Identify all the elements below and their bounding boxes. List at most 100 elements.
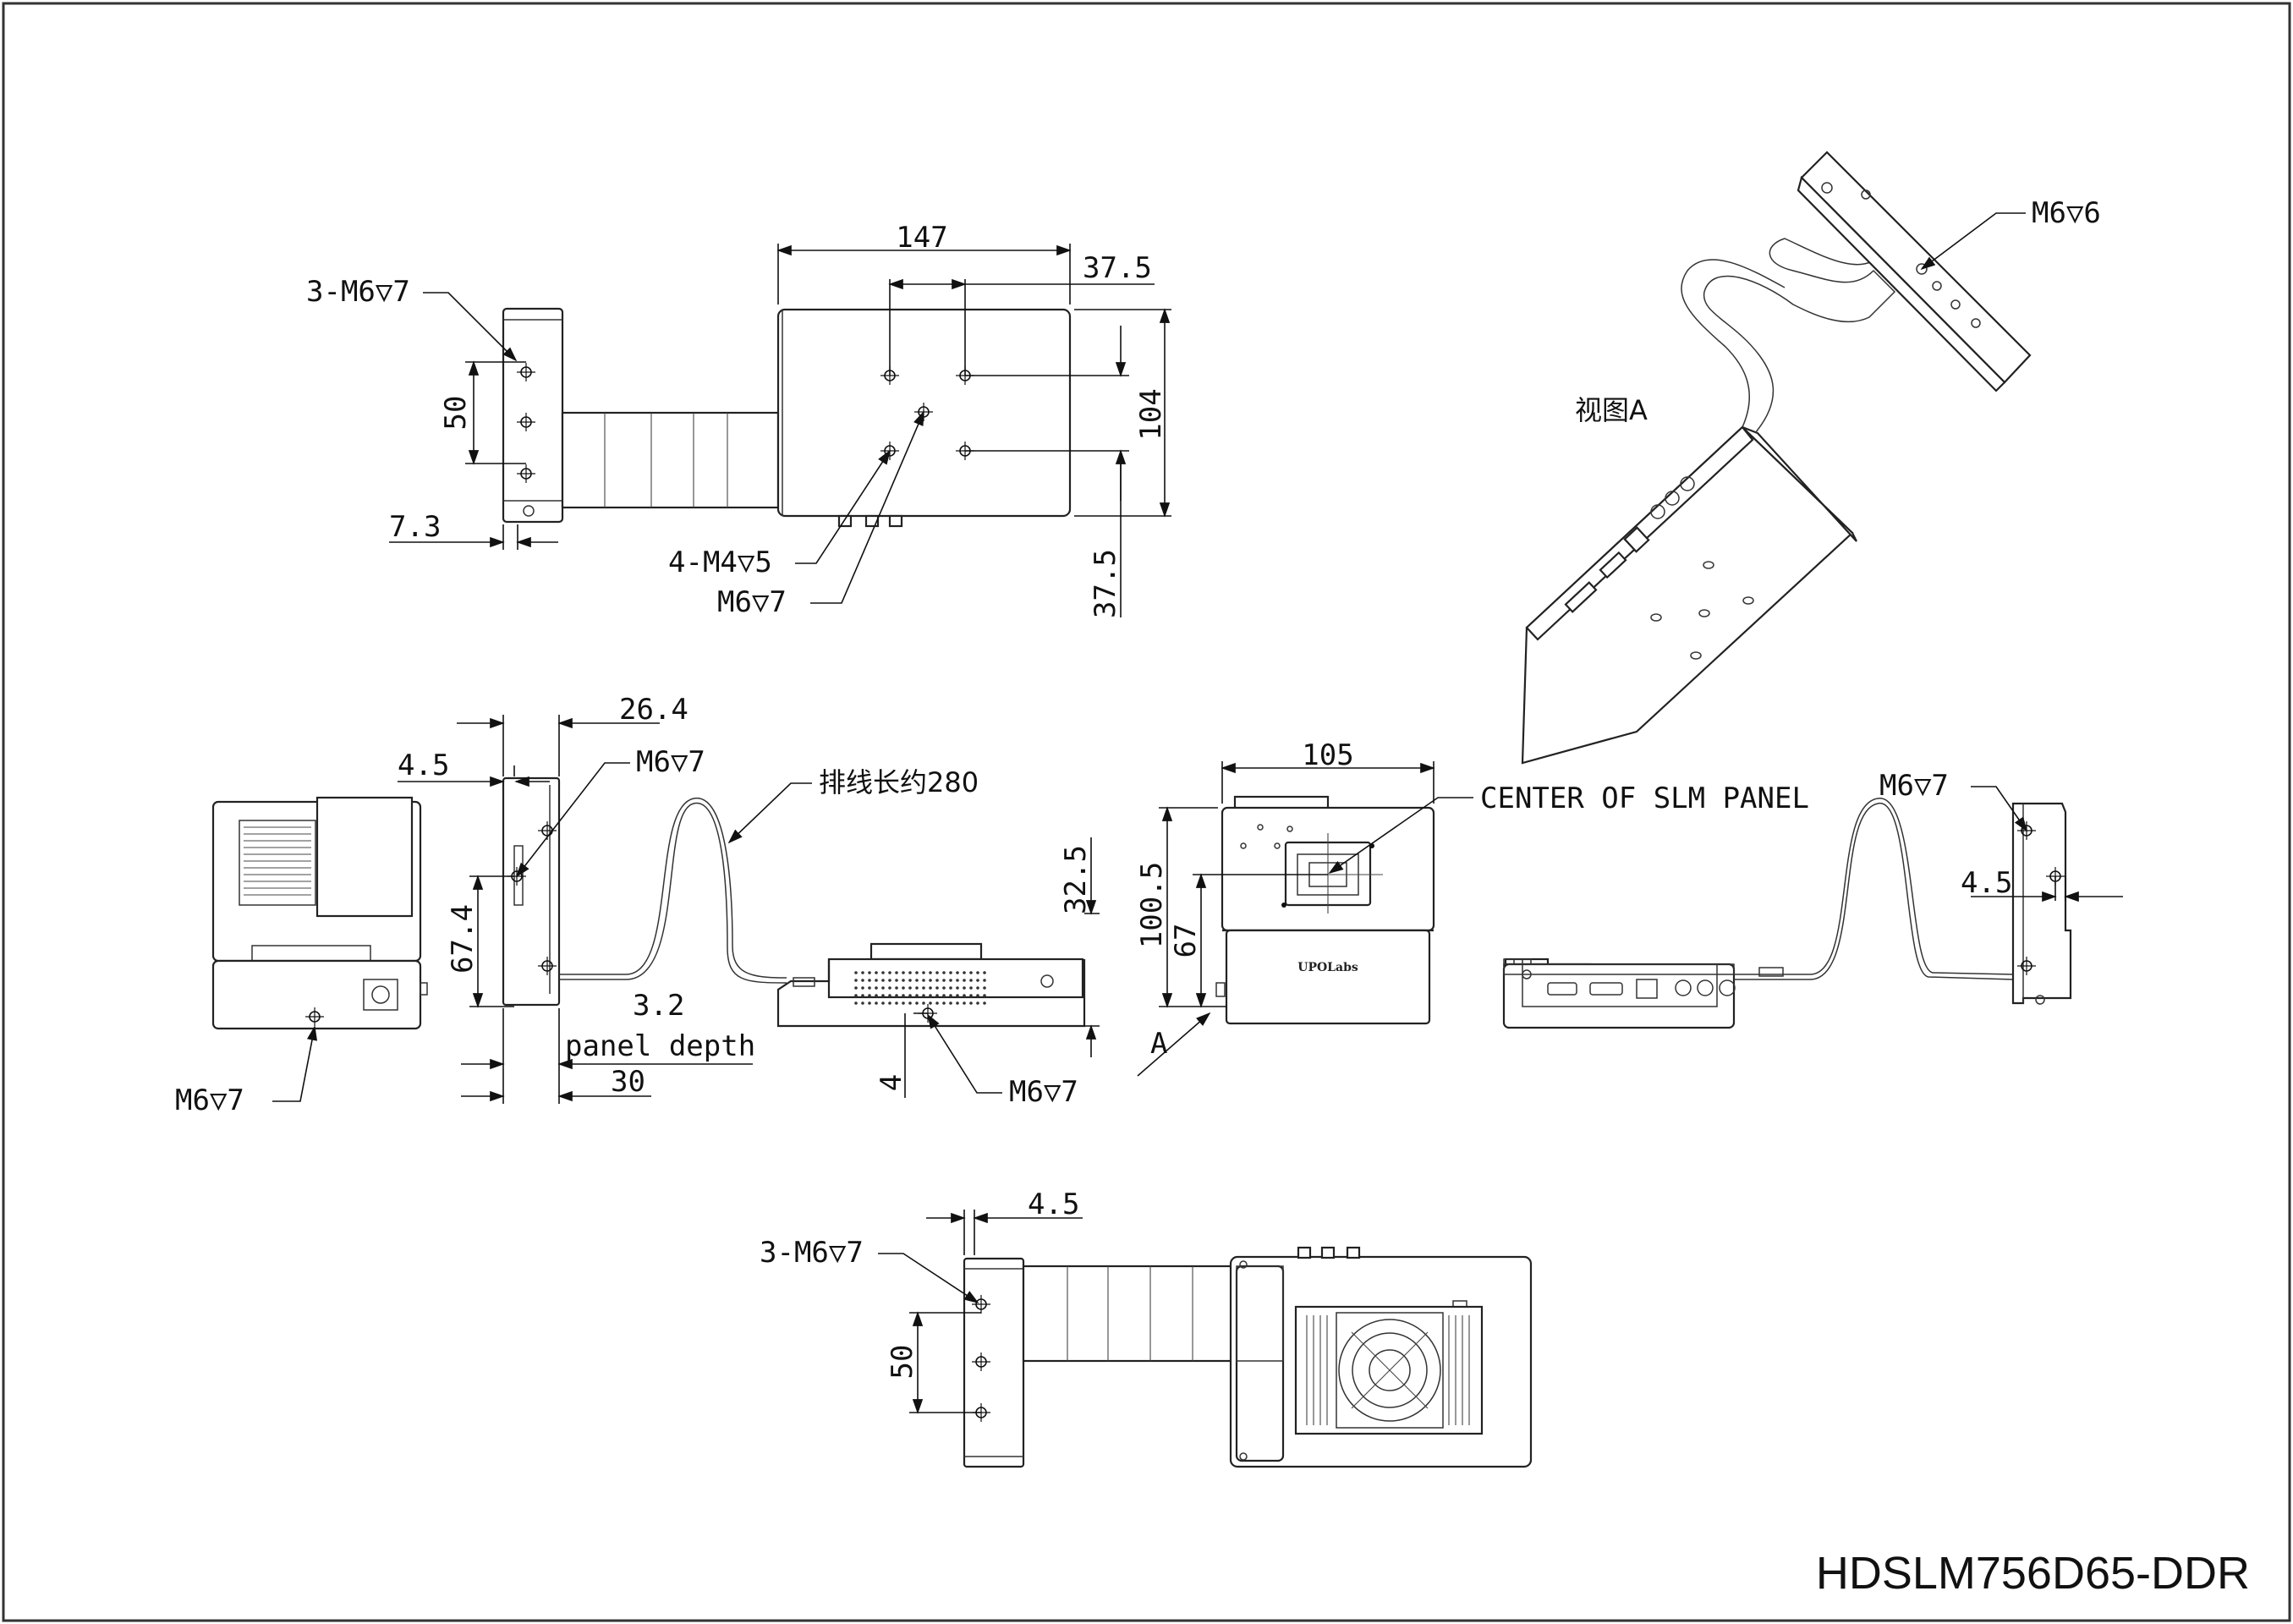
bottom-view-bracket: [963, 1257, 1025, 1468]
vent-dot: [929, 971, 932, 974]
iso-view: 视图A M6▽6: [1521, 151, 2101, 765]
side-view: 26.4 4.5 67.4 3.2 panel depth 30 32.5 4 …: [398, 693, 1100, 1109]
vent-dot: [956, 971, 959, 974]
vent-dot: [854, 986, 858, 990]
vent-dot: [963, 971, 966, 974]
vent-dot: [861, 971, 864, 974]
dim-side-panel-depth: panel depth: [565, 1029, 755, 1063]
vent-dot: [854, 979, 858, 982]
vent-dot: [895, 1001, 898, 1005]
front-view: UPOLabs 105 100.5 67 CENTER OF SLM PANEL…: [1135, 738, 1809, 1077]
vent-dot: [915, 979, 919, 982]
right-view-bracket: [2011, 802, 2072, 1005]
dim-top-bottom-offset: 37.5: [1089, 549, 1122, 618]
dim-right-offset: 4.5: [1961, 866, 2012, 900]
vent-dot: [908, 979, 912, 982]
vent-dot: [935, 994, 939, 997]
callout-side-bottom-hole: M6▽7: [1009, 1075, 1078, 1109]
vent-dot: [895, 979, 898, 982]
vent-dot: [949, 994, 952, 997]
vent-dot: [942, 979, 946, 982]
vent-dot: [963, 979, 966, 982]
vent-dot: [949, 979, 952, 982]
vent-dot: [902, 986, 905, 990]
vent-dot: [929, 986, 932, 990]
vent-dot: [915, 1001, 919, 1005]
vent-dot: [949, 1001, 952, 1005]
vent-dot: [915, 994, 919, 997]
vent-dot: [908, 971, 912, 974]
callout-top-m4: 4-M4▽5: [668, 546, 772, 579]
vent-dot: [956, 1001, 959, 1005]
vent-dot: [969, 986, 973, 990]
vent-dot: [942, 971, 946, 974]
vent-dot: [942, 986, 946, 990]
vent-dot: [881, 986, 885, 990]
dim-side-panel-offset: 3.2: [633, 989, 684, 1023]
dim-top-pitch: 50: [439, 396, 473, 431]
dim-top-offset: 37.5: [1083, 251, 1152, 285]
vent-dot: [969, 1001, 973, 1005]
vent-dot: [922, 971, 925, 974]
vent-dot: [976, 971, 979, 974]
vent-dot: [922, 979, 925, 982]
vent-dot: [902, 971, 905, 974]
bottom-view: 4.5 50 3-M6▽7: [760, 1188, 1533, 1468]
dim-bottom-offset: 4.5: [1028, 1188, 1079, 1221]
vent-dot: [983, 979, 986, 982]
vent-dot: [868, 979, 871, 982]
vent-dot: [895, 986, 898, 990]
vent-dot: [868, 1001, 871, 1005]
callout-right-hole: M6▽7: [1879, 769, 1949, 803]
vent-dot: [922, 1001, 925, 1005]
vent-dot: [915, 986, 919, 990]
vent-dot: [895, 994, 898, 997]
vent-dot: [983, 971, 986, 974]
vent-dot: [983, 994, 986, 997]
callout-side-hole: M6▽7: [636, 745, 705, 779]
right-view: 4.5 M6▽7: [1502, 769, 2123, 1029]
dim-top-width: 147: [896, 221, 947, 255]
top-view-cable: [561, 411, 780, 509]
vent-dot: [868, 971, 871, 974]
view-a-label: 视图A: [1575, 394, 1648, 426]
dim-side-bottom: 4: [875, 1074, 908, 1091]
top-view: 147 37.5 104 37.5 50 7.3 3-M6▽7 4-M4▽5: [306, 221, 1171, 619]
vent-dot: [976, 986, 979, 990]
vent-dot: [908, 986, 912, 990]
vent-dot: [963, 994, 966, 997]
vent-dot: [902, 1001, 905, 1005]
side-view-bracket: [502, 776, 561, 1007]
back-view: M6▽7: [175, 796, 428, 1117]
dim-front-center: 67: [1169, 924, 1203, 958]
vent-dot: [963, 1001, 966, 1005]
dim-side-height2: 32.5: [1059, 845, 1093, 914]
vent-dot: [881, 979, 885, 982]
callout-center: CENTER OF SLM PANEL: [1480, 782, 1809, 815]
vent-dot: [983, 986, 986, 990]
vent-dot: [875, 979, 878, 982]
vent-dot: [895, 971, 898, 974]
vent-dot: [963, 986, 966, 990]
vent-dot: [861, 986, 864, 990]
vent-dot: [908, 1001, 912, 1005]
dim-side-height: 67.4: [446, 904, 480, 974]
vent-dot: [976, 1001, 979, 1005]
drawing-title: HDSLM756D65-DDR: [1816, 1548, 2250, 1599]
vent-dot: [949, 986, 952, 990]
callout-iso-hole: M6▽6: [2032, 196, 2101, 230]
callout-top-mount-holes: 3-M6▽7: [306, 275, 410, 309]
vent-dot: [881, 994, 885, 997]
vent-dot: [868, 986, 871, 990]
vent-dot: [875, 986, 878, 990]
top-view-bracket: [502, 307, 564, 524]
vent-dot: [875, 971, 878, 974]
vent-dot: [969, 979, 973, 982]
fan-icon: [1294, 1305, 1484, 1435]
bottom-view-cable: [1022, 1265, 1241, 1363]
vent-dot: [922, 994, 925, 997]
dim-front-height: 100.5: [1135, 862, 1169, 948]
callout-top-m6: M6▽7: [717, 585, 787, 619]
vent-dot: [976, 979, 979, 982]
